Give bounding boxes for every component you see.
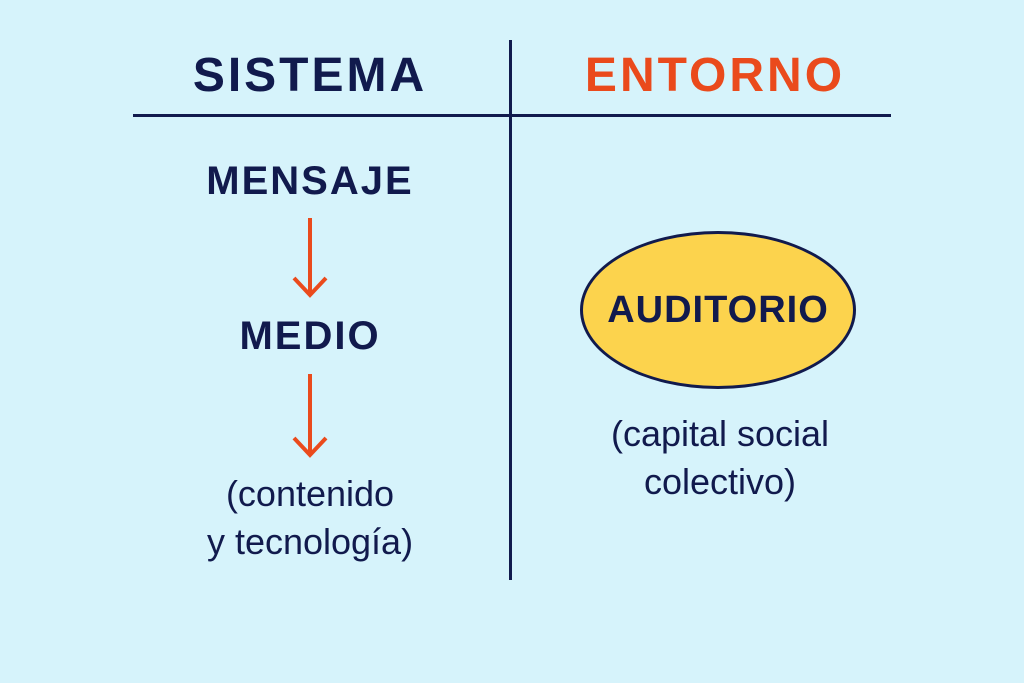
medio-node: MEDIO	[239, 314, 381, 358]
mensaje-node: MENSAJE	[206, 159, 414, 203]
arrow-down-icon	[292, 374, 328, 458]
environment-note-line-2: colectivo)	[643, 461, 797, 502]
auditorio-label: AUDITORIO	[607, 288, 829, 331]
system-header: SISTEMA	[192, 49, 428, 102]
environment-header: ENTORNO	[584, 49, 846, 102]
auditorio-oval: AUDITORIO	[580, 231, 856, 389]
header-divider	[133, 114, 891, 117]
environment-note-line-1: (capital social	[610, 413, 830, 454]
system-note-line-1: (contenido	[225, 473, 395, 514]
column-divider	[509, 40, 512, 580]
system-note-line-2: y tecnología)	[206, 521, 414, 562]
arrow-down-icon	[292, 218, 328, 298]
system-note: (contenido y tecnología)	[130, 470, 490, 566]
environment-note: (capital social colectivo)	[540, 410, 900, 506]
